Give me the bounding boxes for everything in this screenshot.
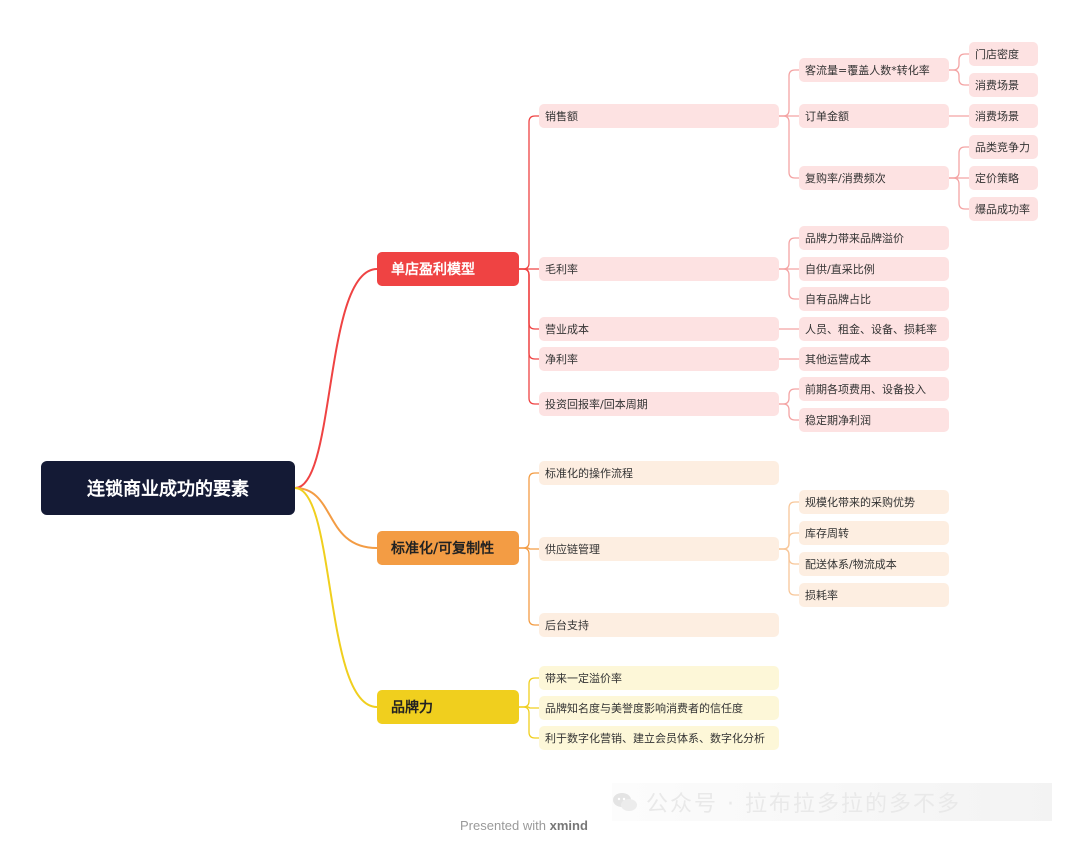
topic-label: 损耗率	[805, 589, 838, 602]
topic-scenario-1[interactable]: 消费场景	[969, 73, 1038, 97]
topic-inventory[interactable]: 库存周转	[799, 521, 949, 545]
topic-label: 规模化带来的采购优势	[805, 496, 915, 509]
topic-label: 供应链管理	[545, 543, 600, 556]
roi-links	[779, 388, 799, 405]
topic-label: 复购率/消费频次	[805, 172, 886, 185]
topic-label: 其他运营成本	[805, 353, 871, 366]
topic-brand-premium[interactable]: 品牌力带来品牌溢价	[799, 226, 949, 250]
topic-back-office[interactable]: 后台支持	[539, 613, 779, 637]
branch-1-links	[519, 472, 539, 549]
watermark-text: 公众号 · 拉布拉多拉的多不多	[646, 792, 961, 817]
topic-label: 前期各项费用、设备投入	[805, 383, 926, 396]
branch-2-links	[519, 677, 539, 708]
topic-label: 消费场景	[975, 110, 1019, 123]
branch-brand-power[interactable]: 品牌力	[377, 690, 519, 724]
topic-label: 利于数字化营销、建立会员体系、数字化分析	[545, 732, 765, 745]
topic-category-competitiveness[interactable]: 品类竞争力	[969, 135, 1038, 159]
root-link-branch-1	[294, 487, 378, 549]
traffic-links	[949, 69, 969, 86]
topic-scale-purchasing[interactable]: 规模化带来的采购优势	[799, 490, 949, 514]
traffic-links	[949, 53, 969, 71]
watermark: 公众号 · 拉布拉多拉的多不多	[612, 783, 1052, 821]
topic-operating-cost[interactable]: 营业成本	[539, 317, 779, 341]
topic-store-density[interactable]: 门店密度	[969, 42, 1038, 66]
repurchase-links	[949, 146, 969, 179]
root-link-branch-0	[294, 268, 378, 489]
topic-roi[interactable]: 投资回报率/回本周期	[539, 392, 779, 416]
repurchase-links	[949, 177, 969, 210]
topic-digital[interactable]: 利于数字化营销、建立会员体系、数字化分析	[539, 726, 779, 750]
topic-traffic[interactable]: 客流量=覆盖人数*转化率	[799, 58, 949, 82]
topic-label: 配送体系/物流成本	[805, 558, 897, 571]
topic-logistics[interactable]: 配送体系/物流成本	[799, 552, 949, 576]
topic-label: 消费场景	[975, 79, 1019, 92]
branch-0-links	[519, 268, 539, 405]
wechat-icon	[613, 793, 637, 811]
topic-other-costs[interactable]: 其他运营成本	[799, 347, 949, 371]
branch-label: 品牌力	[391, 700, 433, 716]
topic-label: 净利率	[545, 353, 578, 366]
topic-stable-profit[interactable]: 稳定期净利润	[799, 408, 949, 432]
topic-pricing[interactable]: 定价策略	[969, 166, 1038, 190]
topic-label: 品牌知名度与美誉度影响消费者的信任度	[545, 702, 743, 715]
margin-links	[779, 268, 799, 300]
topic-label: 品牌力带来品牌溢价	[805, 232, 904, 245]
topic-label: 标准化的操作流程	[545, 467, 633, 480]
topic-gross-margin[interactable]: 毛利率	[539, 257, 779, 281]
topic-label: 营业成本	[545, 323, 589, 336]
topic-staff-rent[interactable]: 人员、租金、设备、损耗率	[799, 317, 949, 341]
footer-prefix: Presented with	[460, 818, 546, 833]
topic-hit-product[interactable]: 爆品成功率	[969, 197, 1038, 221]
topic-label: 门店密度	[975, 48, 1019, 61]
root-topic[interactable]: 连锁商业成功的要素	[41, 461, 295, 515]
branch-2-links	[519, 706, 539, 739]
topic-label: 投资回报率/回本周期	[545, 398, 648, 411]
root-link-branch-2	[294, 487, 378, 708]
branch-0-links	[519, 115, 539, 270]
topic-label: 自供/直采比例	[805, 263, 875, 276]
topic-label: 品类竞争力	[975, 141, 1030, 154]
sales-links	[779, 69, 799, 117]
topic-label: 后台支持	[545, 619, 589, 632]
supply-links	[779, 548, 799, 596]
branch-1-links	[519, 547, 539, 550]
branch-label: 单店盈利模型	[391, 262, 475, 278]
topic-supply-chain[interactable]: 供应链管理	[539, 537, 779, 561]
roi-links	[779, 403, 799, 421]
margin-links	[779, 237, 799, 270]
presented-with-footer: Presented with xmind	[460, 818, 588, 833]
topic-loss-rate[interactable]: 损耗率	[799, 583, 949, 607]
xmind-brand: xmind	[549, 818, 588, 833]
branch-label: 标准化/可复制性	[391, 541, 495, 557]
topic-label: 爆品成功率	[975, 203, 1030, 216]
topic-label: 稳定期净利润	[805, 414, 871, 427]
topic-own-brand[interactable]: 自有品牌占比	[799, 287, 949, 311]
topic-premium-rate[interactable]: 带来一定溢价率	[539, 666, 779, 690]
topic-label: 销售额	[545, 110, 578, 123]
topic-repurchase[interactable]: 复购率/消费频次	[799, 166, 949, 190]
topic-sop[interactable]: 标准化的操作流程	[539, 461, 779, 485]
topic-label: 库存周转	[805, 527, 849, 540]
branch-standardization[interactable]: 标准化/可复制性	[377, 531, 519, 565]
branch-2-links	[519, 706, 539, 709]
topic-label: 客流量=覆盖人数*转化率	[805, 64, 930, 77]
topic-order-amount[interactable]: 订单金额	[799, 104, 949, 128]
topic-sales[interactable]: 销售额	[539, 104, 779, 128]
topic-self-supply[interactable]: 自供/直采比例	[799, 257, 949, 281]
root-topic-label: 连锁商业成功的要素	[87, 479, 249, 500]
topic-brand-trust[interactable]: 品牌知名度与美誉度影响消费者的信任度	[539, 696, 779, 720]
topic-label: 订单金额	[805, 110, 849, 123]
topic-label: 人员、租金、设备、损耗率	[805, 323, 937, 336]
branch-1-links	[519, 547, 539, 626]
topic-label: 定价策略	[975, 172, 1019, 185]
sales-links	[779, 115, 799, 179]
topic-label: 自有品牌占比	[805, 293, 871, 306]
branch-single-store-profit[interactable]: 单店盈利模型	[377, 252, 519, 286]
topic-scenario-2[interactable]: 消费场景	[969, 104, 1038, 128]
topic-label: 毛利率	[545, 263, 578, 276]
topic-upfront-costs[interactable]: 前期各项费用、设备投入	[799, 377, 949, 401]
topic-label: 带来一定溢价率	[545, 672, 622, 685]
topic-net-margin[interactable]: 净利率	[539, 347, 779, 371]
